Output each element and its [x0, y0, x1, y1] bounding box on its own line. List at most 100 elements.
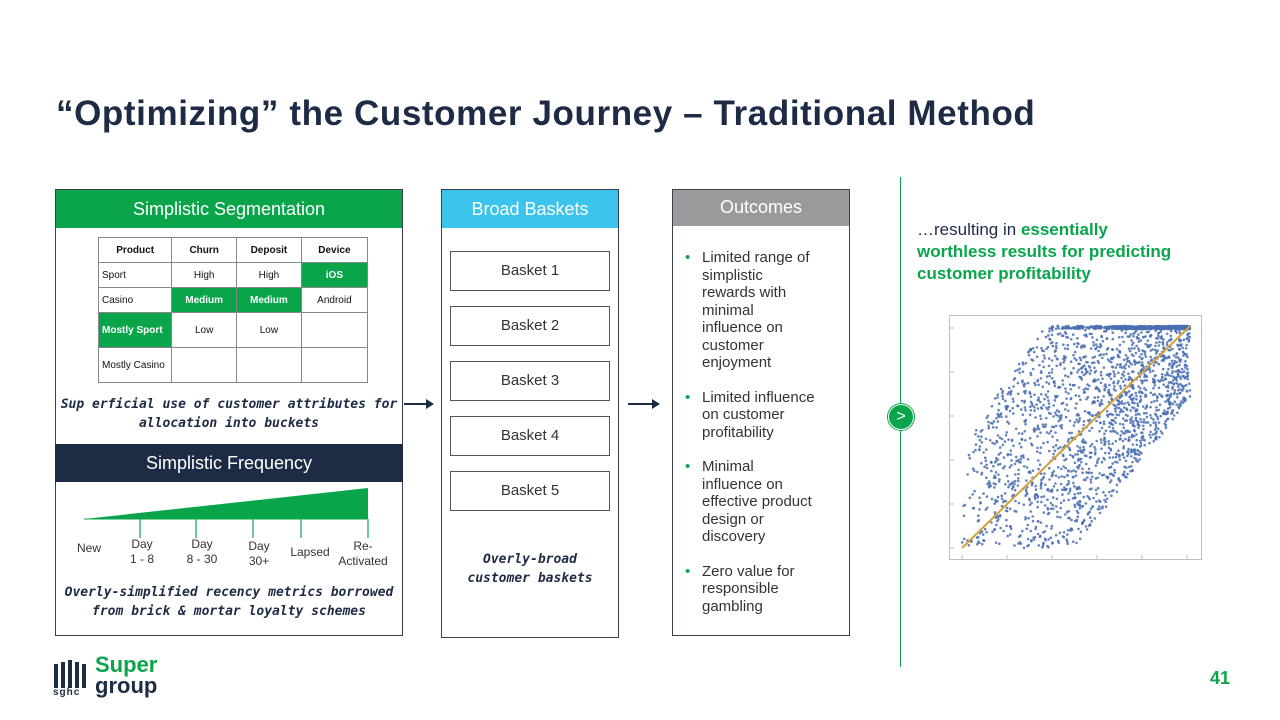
scatter-point	[1149, 424, 1152, 427]
scatter-point	[1036, 379, 1039, 383]
scatter-point	[1188, 389, 1192, 392]
scatter-point	[1048, 374, 1051, 378]
scatter-point	[1182, 370, 1186, 373]
scatter-point	[996, 495, 1000, 499]
scatter-point	[1155, 341, 1158, 344]
scatter-point	[1174, 370, 1177, 373]
scatter-point	[981, 533, 985, 536]
scatter-point	[1021, 529, 1024, 533]
scatter-point	[1048, 432, 1051, 435]
scatter-point	[1098, 472, 1101, 475]
scatter-point	[1169, 348, 1172, 352]
scatter-point	[1121, 335, 1124, 339]
basket-box: Basket 4	[450, 416, 610, 456]
scatter-point	[1076, 515, 1079, 519]
scatter-point	[1152, 364, 1156, 367]
scatter-point	[1066, 343, 1070, 347]
scatter-point	[1179, 388, 1182, 391]
scatter-point	[1023, 406, 1027, 409]
outcomes-header: Outcomes	[673, 190, 849, 226]
scatter-point	[1017, 542, 1020, 545]
scatter-point	[1048, 330, 1051, 333]
scatter-point	[998, 515, 1002, 518]
scatter-point	[1089, 481, 1093, 484]
scatter-point	[1019, 455, 1023, 458]
list-item: • Minimal influence on effective product…	[684, 458, 844, 546]
scatter-point	[1101, 356, 1104, 360]
baskets-panel: Broad Baskets Basket 1 Basket 2 Basket 3…	[441, 189, 619, 638]
scatter-point	[1087, 467, 1091, 471]
scatter-point	[1124, 393, 1128, 397]
scatter-point	[1166, 325, 1169, 328]
caption-line: allocation into buckets	[138, 416, 319, 431]
scatter-point	[1159, 430, 1163, 433]
scatter-point	[1123, 470, 1126, 474]
scatter-point	[1092, 327, 1096, 330]
scatter-point	[1056, 489, 1059, 492]
scatter-point	[1090, 519, 1093, 523]
scatter-point	[1065, 483, 1069, 487]
scatter-point	[1140, 420, 1143, 424]
scatter-point	[1117, 413, 1120, 417]
scatter-point	[1165, 356, 1168, 360]
scatter-point	[1158, 392, 1161, 396]
scatter-point	[1144, 326, 1148, 329]
scatter-point	[1123, 365, 1126, 368]
scatter-point	[1026, 523, 1029, 527]
scatter-point	[1001, 397, 1005, 401]
scatter-point	[1032, 427, 1036, 430]
scatter-point	[1068, 446, 1071, 450]
scatter-point	[1014, 427, 1018, 431]
scatter-point	[1064, 415, 1068, 419]
scatter-point	[1064, 488, 1068, 491]
scatter-point	[1041, 423, 1045, 426]
scatter-point	[1060, 467, 1063, 471]
scatter-point	[992, 420, 996, 423]
scatter-point	[1072, 485, 1076, 488]
scatter-point	[1046, 408, 1050, 411]
scatter-point	[1138, 391, 1141, 394]
scatter-svg	[950, 324, 1192, 559]
scatter-point	[1185, 343, 1188, 347]
scatter-point	[1019, 457, 1023, 461]
scatter-point	[1039, 400, 1042, 404]
scatter-point	[980, 530, 984, 533]
scatter-point	[1094, 387, 1098, 390]
outcome-line: influence on	[702, 475, 783, 493]
scatter-point	[1157, 334, 1160, 338]
scatter-point	[974, 432, 977, 436]
scatter-point	[1124, 354, 1128, 357]
scatter-point	[1127, 465, 1131, 469]
scatter-point	[1108, 327, 1111, 330]
scatter-point	[1169, 392, 1173, 396]
scatter-point	[1047, 538, 1050, 541]
scatter-point	[997, 480, 1001, 483]
scatter-point	[1058, 332, 1062, 335]
scatter-point	[1098, 511, 1102, 515]
scatter-point	[1069, 453, 1072, 457]
scatter-point	[1043, 425, 1047, 428]
caption-line: from brick & mortar loyalty schemes	[92, 604, 366, 619]
scatter-point	[1046, 544, 1049, 548]
scatter-point	[1106, 347, 1110, 350]
scatter-point	[1064, 466, 1067, 470]
scatter-point	[1083, 391, 1087, 394]
scatter-point	[1139, 399, 1142, 403]
scatter-point	[1044, 335, 1048, 339]
scatter-point	[1048, 449, 1051, 453]
scatter-point	[1153, 393, 1157, 396]
scatter-point	[1149, 325, 1153, 328]
scatter-point	[1076, 445, 1079, 448]
scatter-point	[1039, 446, 1043, 449]
scatter-point	[1056, 324, 1060, 328]
scatter-point	[1181, 346, 1184, 350]
scatter-point	[1043, 504, 1047, 507]
scatter-point	[1056, 510, 1059, 514]
scatter-point	[1046, 508, 1050, 511]
table-cell: High	[171, 262, 238, 288]
scatter-point	[1136, 449, 1140, 452]
scatter-point	[1144, 335, 1147, 338]
scatter-point	[1168, 406, 1172, 409]
scatter-point	[1142, 411, 1146, 415]
scatter-point	[1118, 458, 1122, 461]
